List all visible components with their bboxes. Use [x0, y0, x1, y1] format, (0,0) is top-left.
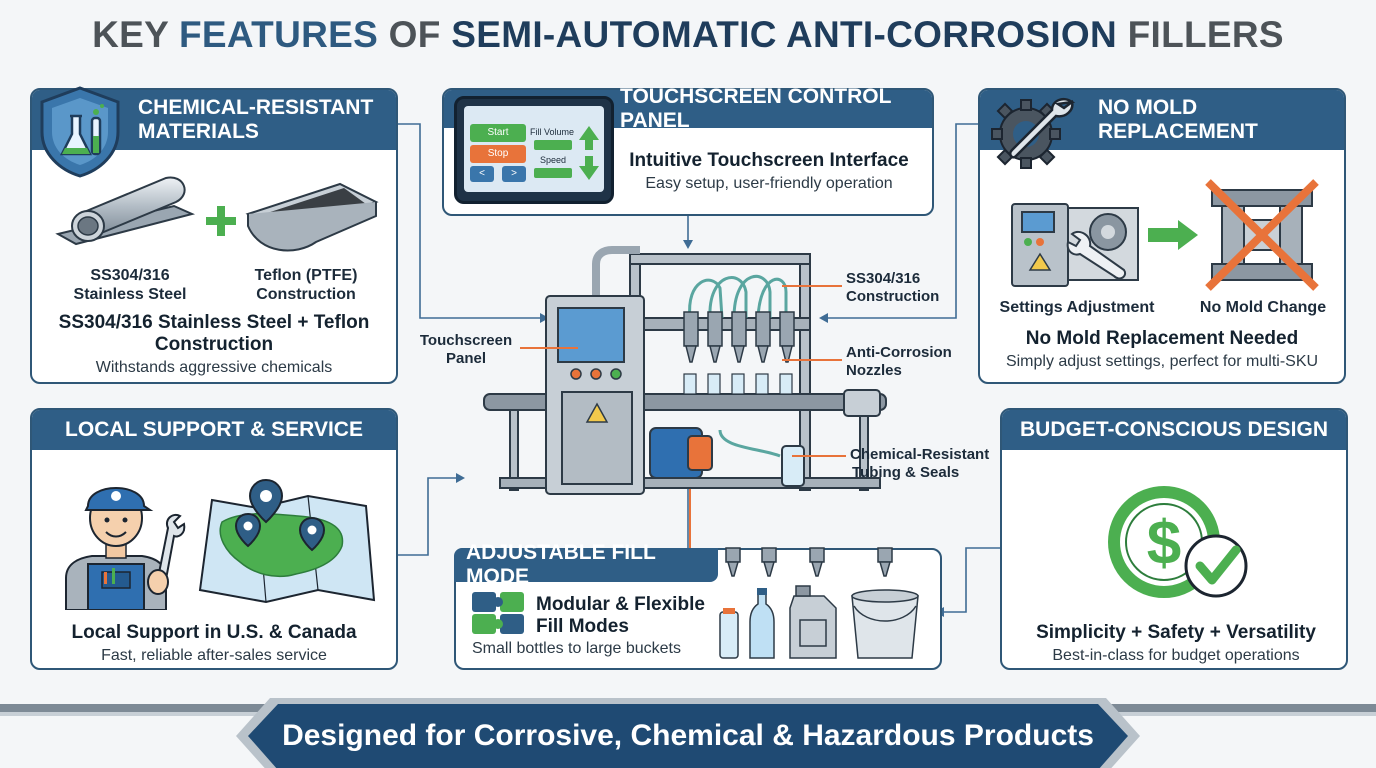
- screen-fill-volume: Fill Volume: [530, 127, 575, 137]
- callout-nozzles: Anti-Corrosion Nozzles: [846, 344, 952, 380]
- support-heading: Local Support in U.S. & Canada: [71, 622, 357, 643]
- mold-header-line1: NO MOLD: [1098, 96, 1198, 119]
- fill-heading: Modular & Flexible Fill Modes: [536, 594, 716, 638]
- title-word-of: OF: [388, 14, 441, 55]
- touchscreen-desc: Easy setup, user-friendly operation: [645, 175, 893, 192]
- fill-heading-line2: Fill Modes: [536, 616, 629, 637]
- callout-tubing: Chemical-Resistant Tubing & Seals: [850, 446, 998, 482]
- budget-header: BUDGET-CONSCIOUS DESIGN: [1002, 410, 1346, 450]
- mold-crossed-icon: [1205, 179, 1319, 291]
- screen-right-button: >: [502, 166, 526, 182]
- no-mold-change-label: No Mold Change: [1199, 299, 1327, 316]
- gear-wrench-icon: [991, 98, 1076, 169]
- budget-desc: Best-in-class for budget operations: [1052, 647, 1300, 664]
- touchscreen-header-text: TOUCHSCREEN CONTROL PANEL: [620, 85, 892, 132]
- map-pins-icon: [198, 478, 376, 604]
- screen-start-button: Start: [470, 124, 526, 142]
- svg-text:$: $: [1147, 509, 1181, 578]
- chemical-heading-line2: Construction: [154, 334, 274, 355]
- title-word-product: SEMI-AUTOMATIC ANTI-CORROSION: [451, 14, 1118, 55]
- teflon-channel-icon: [245, 182, 379, 252]
- title-word-key: KEY: [92, 14, 169, 55]
- budget-heading: Simplicity + Safety + Versatility: [1036, 622, 1316, 643]
- chemical-header-line1: CHEMICAL-RESISTANT: [138, 96, 374, 119]
- banner-text: Designed for Corrosive, Chemical & Hazar…: [282, 719, 1094, 752]
- mold-heading: No Mold Replacement Needed: [1025, 328, 1299, 349]
- title-word-features: FEATURES: [179, 14, 379, 55]
- callout-nozzles-line1: Anti-Corrosion: [846, 344, 952, 361]
- callout-panel-line2: Panel: [445, 350, 487, 367]
- mold-header-line2: REPLACEMENT: [1098, 120, 1258, 143]
- steel-label: SS304/316 Stainless Steel: [60, 266, 200, 304]
- title-word-fillers: FILLERS: [1127, 14, 1284, 55]
- steel-pipe-icon: [55, 176, 196, 246]
- fill-nozzles-icon: [725, 547, 893, 577]
- screen-left-button: <: [470, 166, 494, 182]
- callout-construction: SS304/316 Construction: [846, 270, 939, 306]
- fill-desc: Small bottles to large buckets: [472, 640, 681, 657]
- chemical-desc: Withstands aggressive chemicals: [95, 359, 333, 376]
- page-title: KEY FEATURES OF SEMI-AUTOMATIC ANTI-CORR…: [0, 14, 1376, 56]
- touchscreen-heading: Intuitive Touchscreen Interface: [629, 150, 909, 171]
- screen-arrows-icon: [579, 126, 599, 180]
- callout-panel-line1: Touchscreen: [419, 332, 513, 349]
- technician-icon: [65, 487, 186, 610]
- teflon-label: Teflon (PTFE) Construction: [236, 266, 376, 304]
- callout-construction-line2: Construction: [846, 288, 940, 305]
- budget-card: [1000, 408, 1348, 670]
- screen-stop-button: Stop: [470, 145, 526, 163]
- control-cabinet-icon: [1011, 203, 1139, 287]
- filling-machine-illustration: [483, 246, 887, 495]
- callout-tubing-line1: Chemical-Resistant: [850, 446, 990, 463]
- chemical-heading-line1: SS304/316 Stainless Steel + Teflon: [58, 312, 370, 333]
- screen-slider-1: [534, 140, 572, 150]
- screen-slider-2: [534, 168, 572, 178]
- mold-desc: Simply adjust settings, perfect for mult…: [1005, 353, 1319, 370]
- teflon-label-line1: Teflon (PTFE): [254, 267, 358, 284]
- arrow-right-icon: [1148, 220, 1198, 250]
- support-header-text: LOCAL SUPPORT & SERVICE: [65, 418, 363, 441]
- chemical-header-line2: MATERIALS: [138, 120, 259, 143]
- callout-construction-line1: SS304/316: [846, 270, 921, 287]
- fill-heading-line1: Modular & Flexible: [536, 594, 705, 615]
- support-desc: Fast, reliable after-sales service: [101, 647, 327, 664]
- containers-icon: [719, 585, 919, 659]
- dollar-check-icon: $: [1108, 486, 1248, 598]
- steel-label-line1: SS304/316: [90, 267, 170, 284]
- fill-header-text: ADJUSTABLE FILL MODE: [466, 541, 656, 588]
- budget-header-text: BUDGET-CONSCIOUS DESIGN: [1019, 418, 1329, 441]
- steel-label-line2: Stainless Steel: [73, 286, 187, 303]
- support-header: LOCAL SUPPORT & SERVICE: [32, 410, 396, 450]
- teflon-label-line2: Construction: [256, 286, 356, 303]
- puzzle-icon: [472, 592, 524, 634]
- settings-adjustment-label: Settings Adjustment: [999, 299, 1155, 316]
- fill-header: ADJUSTABLE FILL MODE: [454, 541, 718, 588]
- screen-speed: Speed: [540, 155, 567, 165]
- shield-flask-icon: [40, 86, 120, 178]
- chemical-heading: SS304/316 Stainless Steel + Teflon Const…: [34, 312, 394, 356]
- plus-icon: [206, 206, 236, 236]
- bottom-banner: [0, 698, 1376, 768]
- callout-nozzles-line2: Nozzles: [846, 362, 902, 379]
- callout-tubing-line2: Tubing & Seals: [852, 464, 960, 481]
- callout-panel: Touchscreen Panel: [414, 332, 518, 368]
